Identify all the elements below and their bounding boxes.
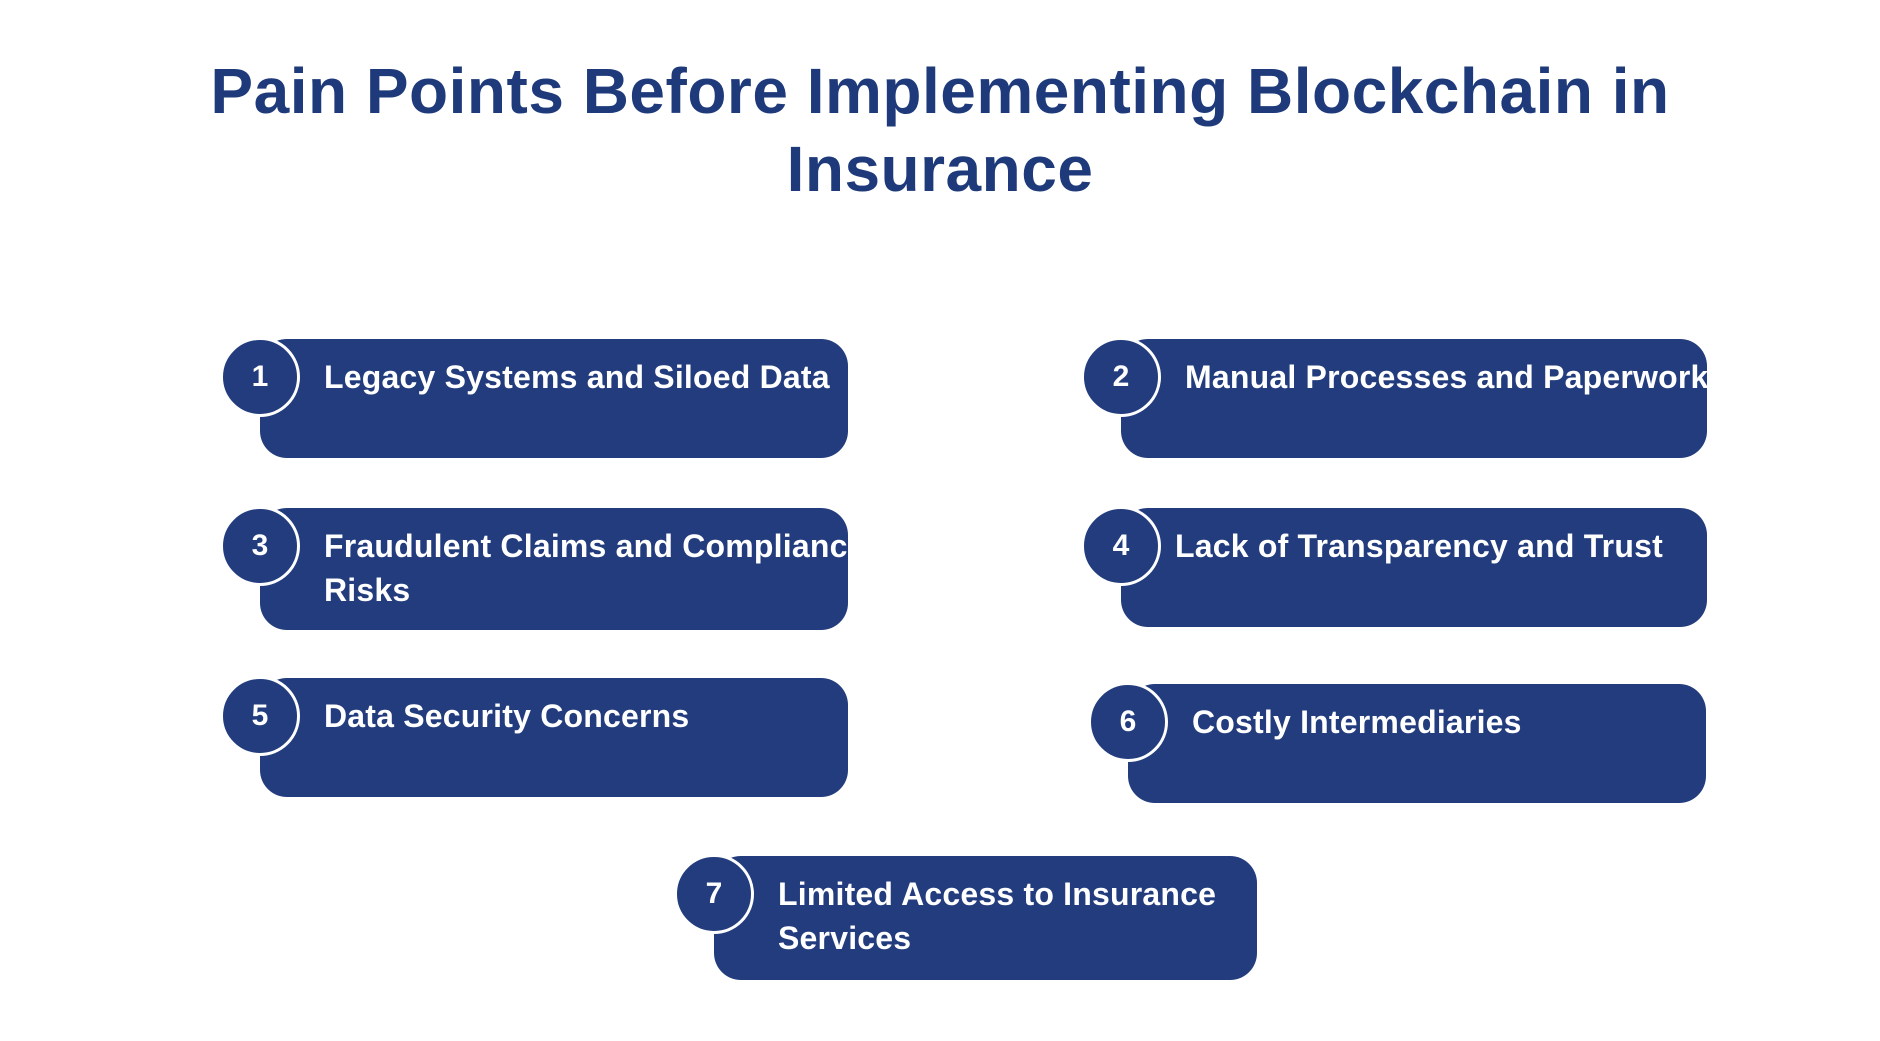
badge-number: 6 bbox=[1119, 705, 1137, 738]
number-badge-5: 5 bbox=[220, 676, 300, 756]
pain-point-label-7: Limited Access to Insurance Services bbox=[714, 856, 1257, 960]
pain-point-card-7: 7 Limited Access to Insurance Services bbox=[674, 854, 1257, 980]
number-badge-1: 1 bbox=[220, 337, 300, 417]
pain-point-label-2: Manual Processes and Paperwork bbox=[1121, 339, 1709, 399]
pain-point-card-2: 2 Manual Processes and Paperwork bbox=[1081, 337, 1709, 458]
pain-point-label-6: Costly Intermediaries bbox=[1128, 684, 1706, 744]
label-line: Limited Access to Insurance bbox=[778, 876, 1217, 912]
number-badge-3: 3 bbox=[220, 506, 300, 586]
number-badge-6: 6 bbox=[1088, 682, 1168, 762]
label-line: Lack of Transparency and Trust bbox=[1175, 528, 1663, 564]
badge-number: 2 bbox=[1112, 360, 1130, 393]
label-line: Services bbox=[778, 920, 912, 956]
badge-number: 1 bbox=[251, 360, 269, 393]
pain-point-card-4: 4 Lack of Transparency and Trust bbox=[1081, 506, 1707, 627]
pain-point-label-4: Lack of Transparency and Trust bbox=[1121, 508, 1707, 568]
badge-number: 4 bbox=[1112, 529, 1130, 562]
pain-point-card-1: 1 Legacy Systems and Siloed Data bbox=[220, 337, 848, 458]
pain-point-label-1: Legacy Systems and Siloed Data bbox=[260, 339, 848, 399]
pain-point-label-3: Fraudulent Claims and Compliance Risks bbox=[260, 508, 866, 612]
label-line: Data Security Concerns bbox=[324, 698, 690, 734]
page-title-line-1: Pain Points Before Implementing Blockcha… bbox=[210, 55, 1670, 127]
pain-point-card-3: 3 Fraudulent Claims and Compliance Risks bbox=[220, 506, 866, 630]
badge-number: 7 bbox=[705, 877, 723, 910]
badge-number: 5 bbox=[251, 699, 269, 732]
label-line: Risks bbox=[324, 572, 411, 608]
label-line: Costly Intermediaries bbox=[1192, 704, 1522, 740]
badge-number: 3 bbox=[251, 529, 269, 562]
label-line: Legacy Systems and Siloed Data bbox=[324, 359, 830, 395]
label-line: Manual Processes and Paperwork bbox=[1185, 359, 1709, 395]
number-badge-7: 7 bbox=[674, 854, 754, 934]
pain-point-label-5: Data Security Concerns bbox=[260, 678, 848, 738]
page-title-line-2: Insurance bbox=[786, 133, 1094, 205]
page-title: Pain Points Before Implementing Blockcha… bbox=[0, 52, 1880, 208]
pain-point-card-5: 5 Data Security Concerns bbox=[220, 676, 848, 797]
label-line: Fraudulent Claims and Compliance bbox=[324, 528, 866, 564]
number-badge-4: 4 bbox=[1081, 506, 1161, 586]
number-badge-2: 2 bbox=[1081, 337, 1161, 417]
pain-point-card-6: 6 Costly Intermediaries bbox=[1088, 682, 1706, 803]
